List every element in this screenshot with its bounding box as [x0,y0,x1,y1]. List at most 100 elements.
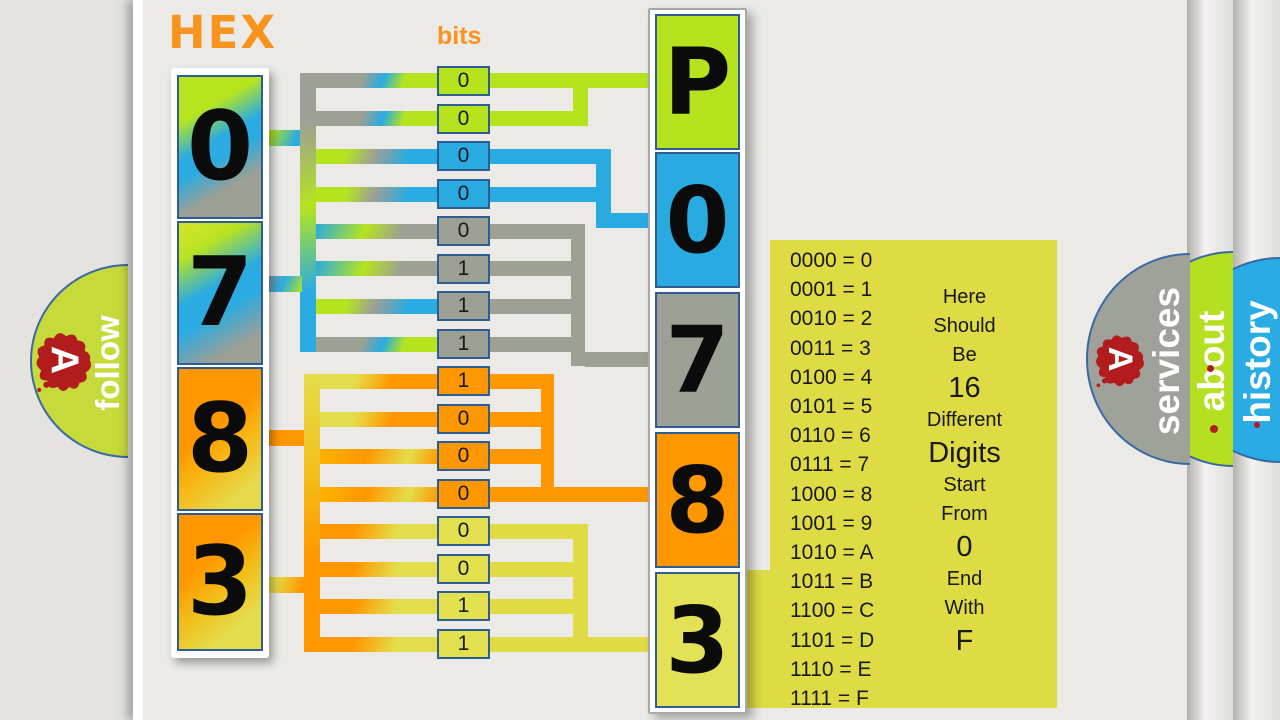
bit-box: 0 [437,404,490,434]
binary-map-row: 1001 = 9 [790,511,873,535]
dtc-char-cell: 7 [655,292,740,428]
wire-segment [490,299,571,314]
hex-title: HEX [168,6,278,59]
note-text-column: Here Should Be 16 Different Digits Start… [882,283,1047,659]
wire-segment [490,449,541,464]
note-line: 16 [948,372,981,404]
wire-segment [490,73,650,88]
hex-digit-cell: 8 [177,367,263,511]
bit-box: 0 [437,216,490,246]
binary-hex-table: 0000 = 0 0001 = 1 0010 = 2 0011 = 3 0100… [790,246,874,713]
note-line: End [946,568,983,590]
wire-segment [541,374,554,502]
note-line: Here [942,286,987,308]
wire-segment [573,73,588,126]
binary-map-row: 0000 = 0 [790,249,873,272]
binary-map-row: 1100 = C [790,599,875,623]
note-line: With [944,597,985,619]
bit-box: 0 [437,441,490,471]
wire-segment [316,149,437,164]
wire-segment [320,487,437,502]
note-line: 0 [956,531,973,563]
wire-segment [490,224,585,239]
bit-box: 1 [437,366,490,396]
wire-segment [490,149,611,164]
wire-segment [316,73,437,88]
wire-segment [490,111,588,126]
wire-segment [263,430,304,446]
wire-segment [320,374,437,389]
wire-segment [320,599,437,614]
binary-map-row: 0001 = 1 [790,278,873,302]
wire-segment [316,187,437,202]
wire-segment [263,577,304,593]
note-line: F [955,625,974,657]
wire-segment [316,337,437,352]
tab-history-label: history [1237,300,1278,424]
brand-logo-splat: A [36,333,92,392]
wire-segment [316,299,437,314]
bits-label: bits [437,22,482,50]
dtc-char-cell: 0 [655,152,740,288]
binary-map-row: 1101 = D [790,628,875,652]
bit-box: 1 [437,329,490,359]
wire-segment [263,130,302,146]
binary-map-row: 1010 = A [790,541,874,565]
wire-segment [320,449,437,464]
note-line: Different [926,409,1003,431]
wire-segment [490,562,573,577]
hex-digit-cell: 0 [177,75,263,219]
wire-segment [490,487,650,502]
binary-map-row: 0111 = 7 [790,453,870,477]
bit-box: 0 [437,179,490,209]
dtc-char-cell: 3 [655,572,740,708]
wire-segment [490,337,571,352]
bit-box: 1 [437,254,490,284]
bit-box: 0 [437,141,490,171]
bit-box: 1 [437,591,490,621]
note-line: Should [933,315,996,337]
wire-segment [263,276,302,292]
binary-map-row: 0011 = 3 [790,336,871,360]
bit-box: 0 [437,104,490,134]
tab-about-label: about [1191,310,1232,412]
wire-segment [316,261,437,276]
binary-map-row: 1000 = 8 [790,482,873,506]
binary-map-row: 0010 = 2 [790,307,873,331]
binary-map-row: 1011 = B [790,570,874,594]
binary-map-row: 0110 = 6 [790,424,871,448]
bit-box: 1 [437,291,490,321]
ink-splatter-dot [1210,425,1218,433]
note-box-notch [745,570,770,708]
wire-segment [596,149,611,228]
wire-segment [571,224,585,366]
wire-segment [490,412,541,427]
wire-segment [320,562,437,577]
conversion-note-box: 0000 = 0 0001 = 1 0010 = 2 0011 = 3 0 100… [770,240,1057,710]
wire-segment [300,73,316,352]
ink-splatter-dot [1207,365,1214,372]
wire-segment [304,374,320,652]
binary-map-row: 1110 = E [790,657,872,681]
brand-logo-letter: A [1101,347,1139,372]
wire-segment [573,524,588,652]
wire-segment [490,261,571,276]
hex-digit-cell: 7 [177,221,263,365]
wire-segment [490,599,573,614]
binary-map-row: 0101 = 5 [790,395,873,419]
wire-segment [611,213,650,228]
wire-segment [320,524,437,539]
wire-segment [320,637,437,652]
wire-segment [585,352,650,367]
wire-segment [316,111,437,126]
tab-follow[interactable]: A follow [30,264,128,458]
bit-box: 1 [437,629,490,659]
tab-services-label: services [1146,286,1187,436]
note-line: Digits [928,437,1001,469]
dtc-char-cell: 8 [655,432,740,568]
dtc-code-column: P 0 7 8 3 [648,8,747,714]
tab-follow-label: follow [89,315,126,411]
note-line: Be [952,344,977,366]
wire-segment [490,637,650,652]
